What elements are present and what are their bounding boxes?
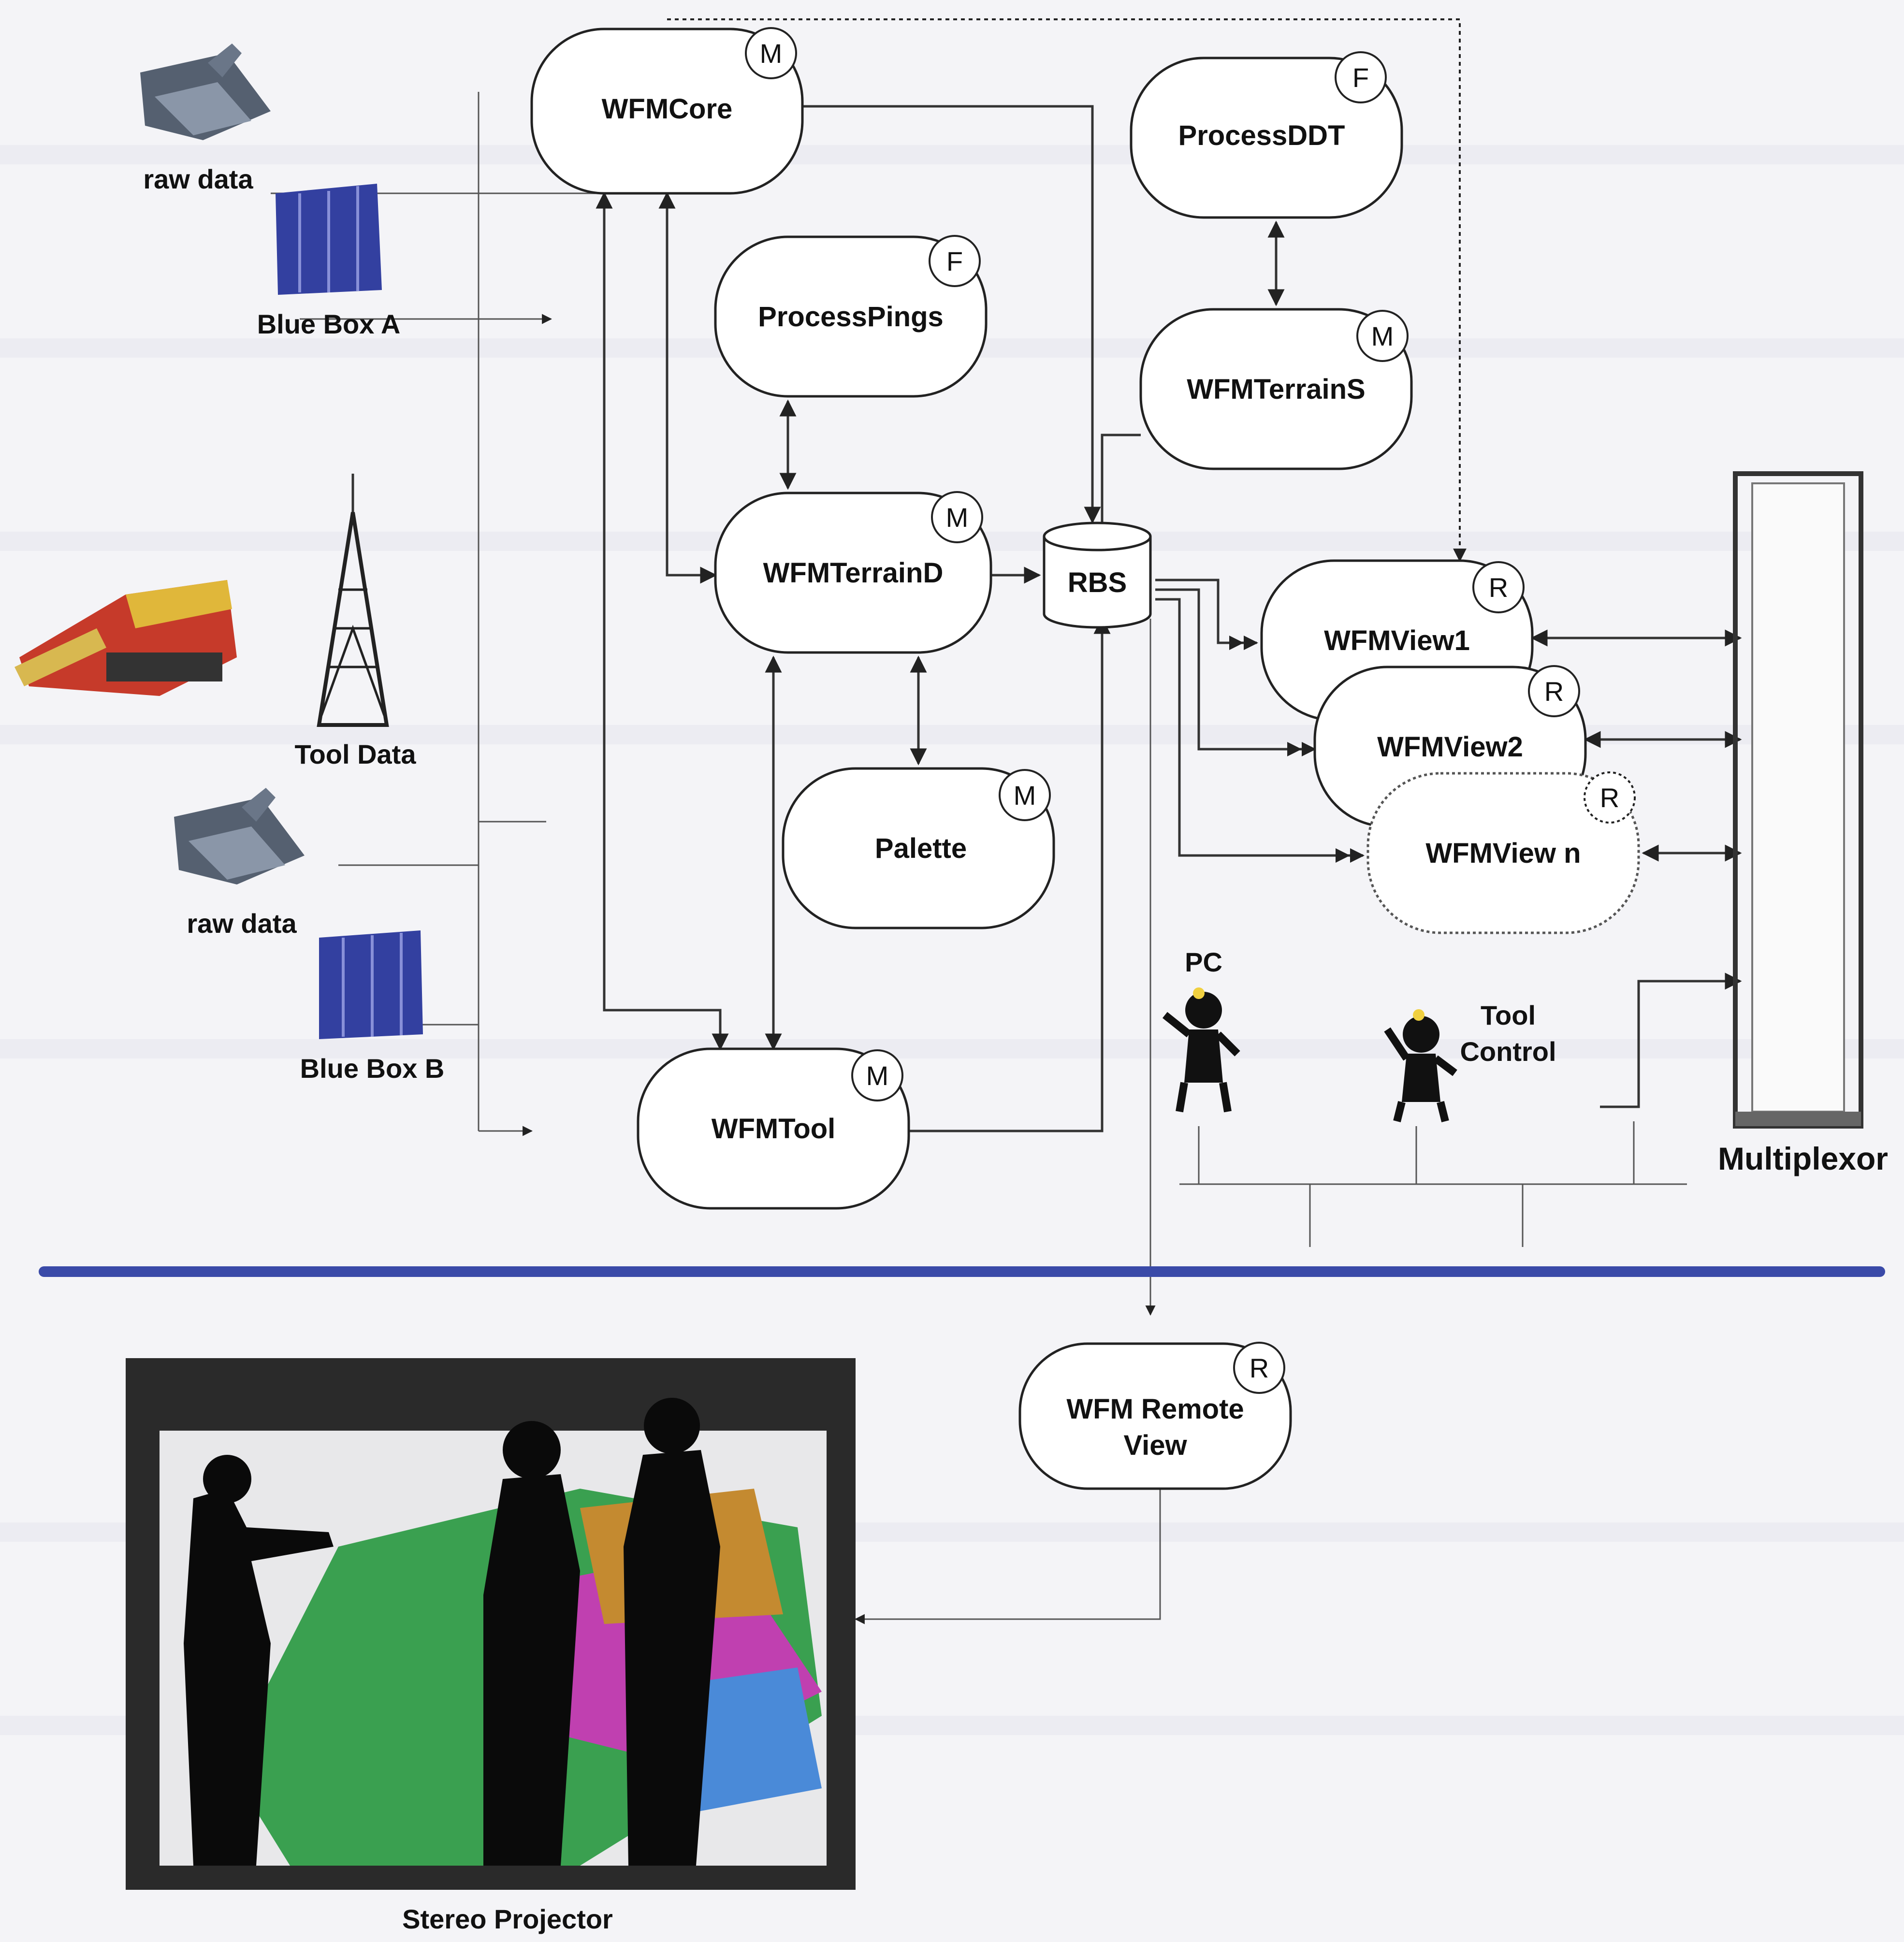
node-rbs-database[interactable]: RBS: [1043, 522, 1152, 629]
node-label: WFMView1: [1324, 625, 1470, 656]
badge: [1233, 1342, 1285, 1394]
badge: [851, 1049, 903, 1101]
node-processddt[interactable]: ProcessDDT F: [1130, 51, 1403, 219]
node-label: ProcessPings: [758, 301, 944, 333]
node-label-line1: WFM Remote: [1066, 1393, 1244, 1425]
stereo-projector-photo: [126, 1358, 856, 1890]
blue-box-a-label: Blue Box A: [257, 309, 401, 339]
badge: [929, 235, 981, 287]
multiplexor-rack: [1733, 471, 1863, 1129]
badge: [1528, 665, 1580, 717]
blue-box-b-label: Blue Box B: [300, 1053, 445, 1084]
node-palette[interactable]: Palette M: [782, 767, 1055, 929]
tower-icon: [317, 474, 389, 727]
badge: [1584, 771, 1636, 824]
badge: [1472, 561, 1525, 613]
node-label: Palette: [875, 833, 967, 864]
raw-data-b-label: raw data: [187, 908, 297, 939]
multiplexor-label: Multiplexor: [1718, 1141, 1888, 1176]
badge-label: F: [946, 246, 963, 276]
section-divider: [39, 1266, 1885, 1277]
pc-label: PC: [1185, 947, 1222, 977]
badge-label: R: [1489, 572, 1508, 603]
raw-data-a-label: raw data: [143, 164, 253, 194]
badge: [1356, 310, 1409, 362]
node-processpings[interactable]: ProcessPings F: [714, 235, 988, 398]
node-wfmterrains[interactable]: WFMTerrainS M: [1139, 308, 1413, 470]
badge-label: M: [760, 38, 783, 69]
person-figure-pc: [1163, 987, 1240, 1113]
tool-data-label: Tool Data: [295, 739, 417, 769]
badge: [931, 491, 983, 543]
badge-label: M: [866, 1060, 889, 1091]
connectors: [271, 18, 1742, 1624]
badge: [1335, 51, 1387, 103]
rov-icon-b: [174, 788, 305, 884]
badge-label: M: [1371, 321, 1394, 351]
tool-control-label-line1: Tool: [1481, 1000, 1536, 1030]
badge: [999, 769, 1051, 821]
node-label: WFMTerrainD: [763, 557, 944, 589]
badge: [745, 27, 797, 79]
badge-label: M: [1014, 780, 1036, 811]
node-label: WFMTool: [712, 1113, 836, 1145]
tool-control-label-line2: Control: [1460, 1036, 1556, 1067]
node-wfmcore[interactable]: WFMCore M: [530, 27, 804, 195]
background-bleedthrough: [0, 145, 1904, 1735]
node-label-line2: View: [1123, 1430, 1187, 1461]
badge-label: R: [1544, 676, 1564, 707]
node-label: RBS: [1068, 567, 1127, 598]
node-label: WFMCore: [602, 93, 733, 125]
badge-label: R: [1600, 783, 1619, 813]
node-wfmtool[interactable]: WFMTool M: [637, 1047, 910, 1210]
node-wfmterraind[interactable]: WFMTerrainD M: [714, 491, 992, 654]
badge-label: R: [1250, 1353, 1269, 1383]
badge-label: M: [946, 502, 969, 533]
blue-box-a-icon: [276, 184, 382, 295]
person-figure-tool-control: [1384, 1009, 1457, 1122]
blue-box-b-icon: [319, 930, 423, 1039]
node-label: WFMTerrainS: [1187, 374, 1366, 405]
node-label: ProcessDDT: [1178, 120, 1345, 151]
node-wfm-remote-view[interactable]: WFM Remote View R: [1018, 1342, 1292, 1490]
node-label: WFMView2: [1377, 731, 1523, 763]
badge-label: F: [1352, 62, 1369, 93]
trencher-icon: [15, 580, 237, 696]
rov-icon: [140, 43, 271, 140]
node-label: WFMView n: [1425, 838, 1581, 869]
stereo-projector-label: Stereo Projector: [402, 1904, 613, 1934]
node-wfmviewn[interactable]: WFMView n R: [1366, 771, 1640, 934]
